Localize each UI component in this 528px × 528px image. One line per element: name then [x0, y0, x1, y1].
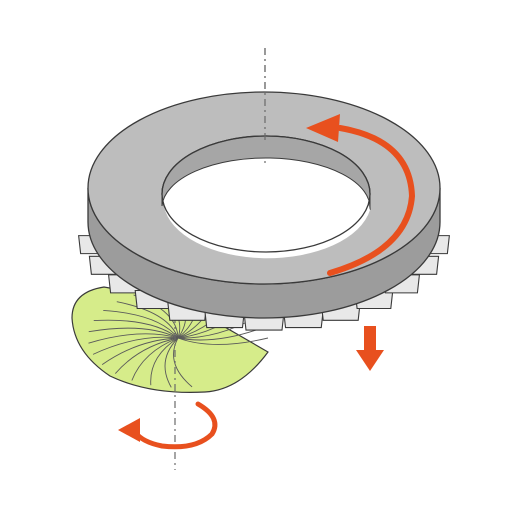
pad-line: [101, 337, 179, 366]
polishing-pad: [71, 286, 269, 393]
pad-line: [177, 337, 269, 345]
pad-line: [114, 337, 179, 374]
pad-radial-lines: [88, 288, 269, 388]
pad-line: [92, 336, 179, 355]
pad-line: [150, 337, 179, 386]
circular-arrow-icon: [118, 401, 218, 450]
pad-line: [88, 333, 179, 344]
ring-hole-edge: [161, 135, 371, 253]
pad-line: [131, 337, 179, 381]
ring-hole: [164, 164, 370, 259]
pad-line: [93, 319, 179, 339]
arrow-down-icon: [356, 326, 384, 371]
pad-line: [88, 327, 179, 339]
pad-line: [103, 309, 179, 339]
curved-arrow-icon: [306, 114, 416, 276]
pad-line: [116, 301, 179, 339]
grinding-ring: [87, 91, 441, 319]
pad-line: [164, 337, 179, 388]
